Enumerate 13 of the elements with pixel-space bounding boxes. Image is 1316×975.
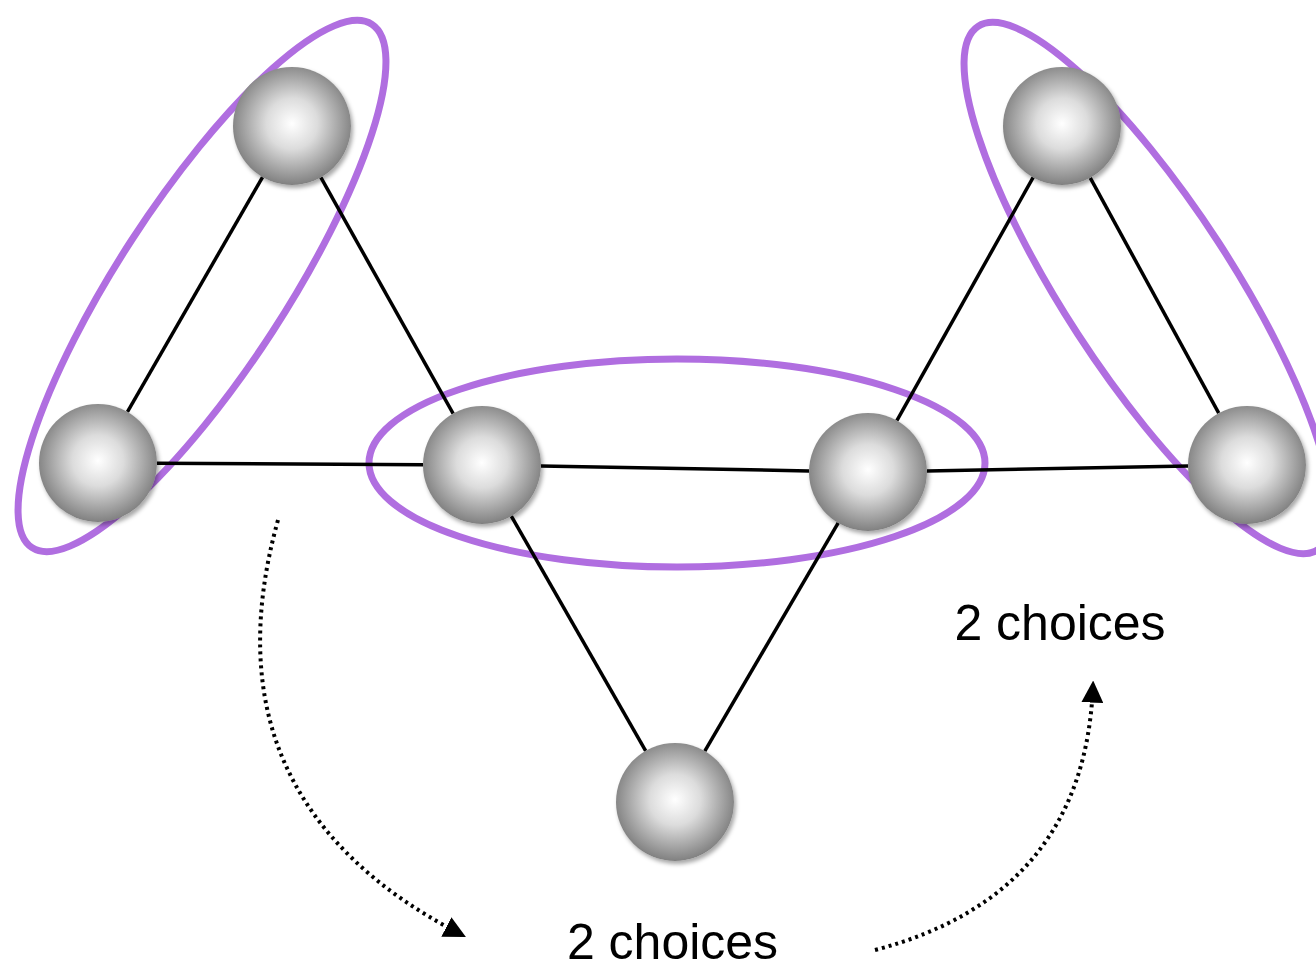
connector-line: [926, 464, 1189, 473]
dotted-arrow: [258, 519, 466, 938]
connector-line: [319, 176, 455, 415]
connector-line: [125, 176, 265, 413]
connector-line: [509, 515, 648, 752]
choices-label: 2 choices: [954, 598, 1166, 648]
dotted-arrow: [874, 680, 1103, 952]
connector-line: [895, 176, 1035, 422]
choices-label: 2 choices: [566, 917, 779, 967]
connector-line: [540, 464, 810, 473]
connector-line: [157, 461, 423, 467]
connector-line: [703, 522, 840, 752]
connector-line: [1088, 176, 1221, 415]
